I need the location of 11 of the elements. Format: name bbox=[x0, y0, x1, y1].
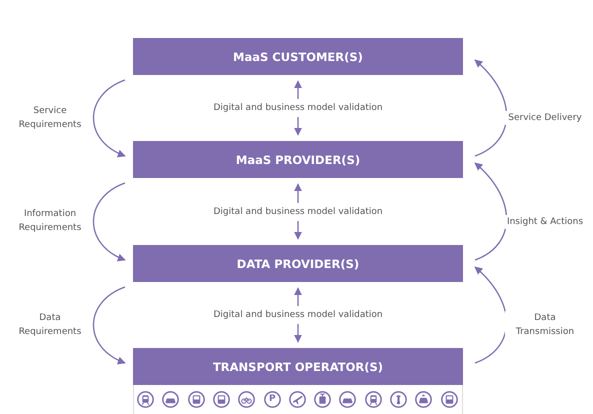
curved-arrow bbox=[92, 79, 126, 157]
curved-arrow bbox=[92, 286, 126, 364]
curved-arrow bbox=[474, 162, 508, 261]
role-header-bar: MaaS PROVIDER(S) bbox=[133, 141, 463, 178]
role-header-bar: DATA PROVIDER(S) bbox=[133, 245, 463, 282]
role-header-bar: TRANSPORT OPERATOR(S) bbox=[133, 348, 463, 385]
parking-letter: P bbox=[269, 395, 276, 404]
curved-arrow bbox=[92, 182, 126, 261]
edge-label: Insight & Actions bbox=[505, 214, 585, 229]
curved-arrow bbox=[474, 59, 508, 157]
role-header-bar: MaaS CUSTOMER(S) bbox=[133, 38, 463, 75]
